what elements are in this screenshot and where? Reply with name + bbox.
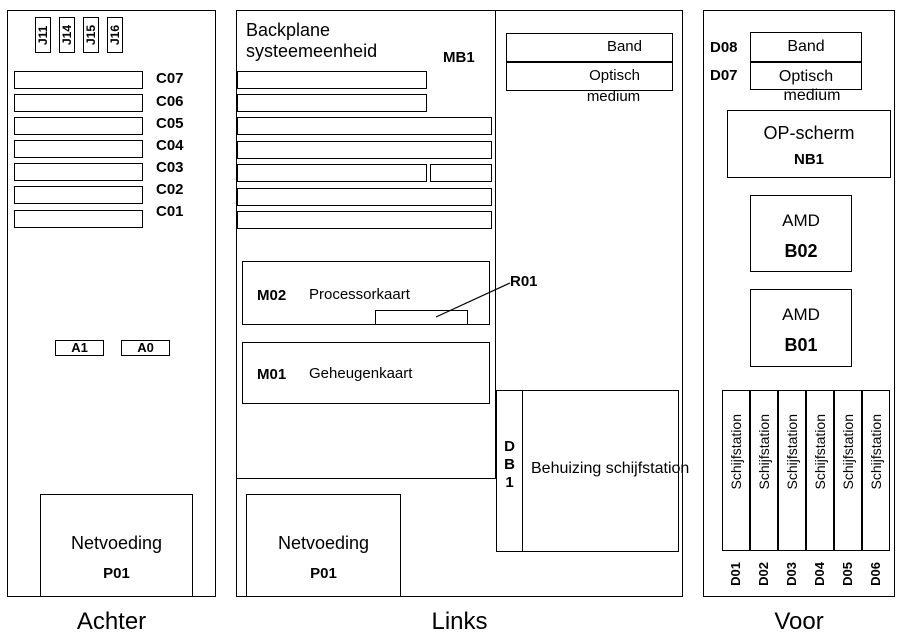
amd-label: AMD [782, 211, 820, 230]
slot-label-c07: C07 [156, 70, 184, 87]
disk-enclosure-label: Behuizing schijfstation [531, 460, 690, 477]
slot-c06 [14, 94, 143, 112]
section-label-voor: Voor [774, 608, 824, 635]
power-supply-code: P01 [103, 565, 130, 582]
backplane-slot [237, 188, 492, 206]
disk-label: Schijfstation [756, 414, 772, 490]
backplane-slot [237, 141, 492, 159]
disk-code-d03: D03 [784, 562, 799, 586]
disk-code-d02: D02 [756, 562, 771, 586]
jumper-label: J14 [60, 24, 74, 46]
processor-card-code: M02 [257, 287, 287, 304]
connector-a1: A1 [55, 340, 104, 356]
disk-label: Schijfstation [868, 414, 884, 490]
links-band: Band [506, 33, 673, 62]
connector-a0: A0 [121, 340, 170, 356]
disk-slot-d02: Schijfstation [750, 390, 778, 551]
memory-card: M01 Geheugenkaart [242, 342, 490, 404]
power-supply-code: P01 [310, 565, 337, 582]
disk-label: Schijfstation [812, 414, 828, 490]
disk-slot-d05: Schijfstation [834, 390, 862, 551]
backplane-slot [237, 71, 427, 89]
achter-power-supply: Netvoeding P01 [40, 494, 193, 597]
amd-code: B01 [784, 335, 818, 355]
processor-card-name: Processorkaart [309, 286, 410, 303]
disk-label: Schijfstation [728, 414, 744, 490]
amd-label: AMD [782, 305, 820, 324]
backplane-slot [237, 117, 492, 135]
d07-label: D07 [710, 67, 738, 84]
jumper-label: J15 [84, 24, 98, 46]
backplane-code: MB1 [443, 49, 475, 66]
memory-card-name: Geheugenkaart [309, 365, 413, 382]
disk-label: Schijfstation [784, 414, 800, 490]
disk-slot-d03: Schijfstation [778, 390, 806, 551]
band-label: Band [787, 38, 825, 55]
slot-c07 [14, 71, 143, 89]
slot-c01 [14, 210, 143, 228]
slot-c05 [14, 117, 143, 135]
optisch-label-line2: medium [586, 88, 641, 105]
jumper-j11: J11 [35, 17, 51, 53]
slot-label-c03: C03 [156, 159, 184, 176]
disk-code-d06: D06 [868, 562, 883, 586]
optisch-label-line2: medium [783, 87, 841, 104]
band-label: Band [606, 38, 642, 55]
jumper-label: J11 [36, 25, 50, 45]
disk-slot-d04: Schijfstation [806, 390, 834, 551]
db1-strip [496, 390, 523, 552]
slot-label-c06: C06 [156, 93, 184, 110]
backplane-title-line2: systeemeenheid [246, 41, 378, 61]
slot-c02 [14, 186, 143, 204]
backplane-area [236, 10, 496, 479]
optisch-label: Optisch [778, 68, 834, 85]
jumper-j15: J15 [83, 17, 99, 53]
power-supply-name: Netvoeding [70, 533, 163, 553]
disk-code-d01: D01 [728, 562, 743, 586]
r01-label: R01 [510, 273, 538, 290]
slot-label-c05: C05 [156, 115, 184, 132]
db1-label: D B 1 [504, 438, 515, 491]
backplane-slot [237, 164, 427, 182]
backplane-slot [237, 211, 492, 229]
jumper-j14: J14 [59, 17, 75, 53]
optisch-label: Optisch [589, 67, 640, 84]
links-optisch-medium: Optisch [506, 62, 673, 91]
disk-label: Schijfstation [840, 414, 856, 490]
backplane-slot [237, 94, 427, 112]
op-screen: OP-scherm NB1 [727, 110, 891, 178]
jumper-label: J16 [108, 24, 122, 46]
op-screen-code: NB1 [793, 151, 824, 168]
disk-code-d05: D05 [840, 562, 855, 586]
slot-c03 [14, 163, 143, 181]
slot-label-c04: C04 [156, 137, 184, 154]
amd-code: B02 [784, 241, 818, 261]
backplane-title-line1: Backplane [246, 20, 331, 40]
power-supply-name: Netvoeding [277, 533, 370, 553]
d08-label: D08 [710, 39, 738, 56]
slot-label-c01: C01 [156, 203, 184, 220]
voor-band: Band [750, 32, 862, 62]
voor-optisch-medium: Optisch [750, 62, 862, 90]
slot-label-c02: C02 [156, 181, 184, 198]
section-label-achter: Achter [76, 608, 147, 635]
jumper-j16: J16 [107, 17, 123, 53]
amd-b01: AMD B01 [750, 289, 852, 367]
op-screen-label: OP-scherm [763, 123, 855, 143]
slot-c04 [14, 140, 143, 158]
links-power-supply: Netvoeding P01 [246, 494, 401, 597]
disk-slot-d01: Schijfstation [722, 390, 750, 551]
disk-code-d04: D04 [812, 562, 827, 586]
backplane-slot [430, 164, 492, 182]
amd-b02: AMD B02 [750, 195, 852, 272]
disk-slot-d06: Schijfstation [862, 390, 890, 551]
section-label-links: Links [431, 608, 488, 635]
memory-card-code: M01 [257, 366, 287, 383]
r01-socket [375, 310, 468, 325]
